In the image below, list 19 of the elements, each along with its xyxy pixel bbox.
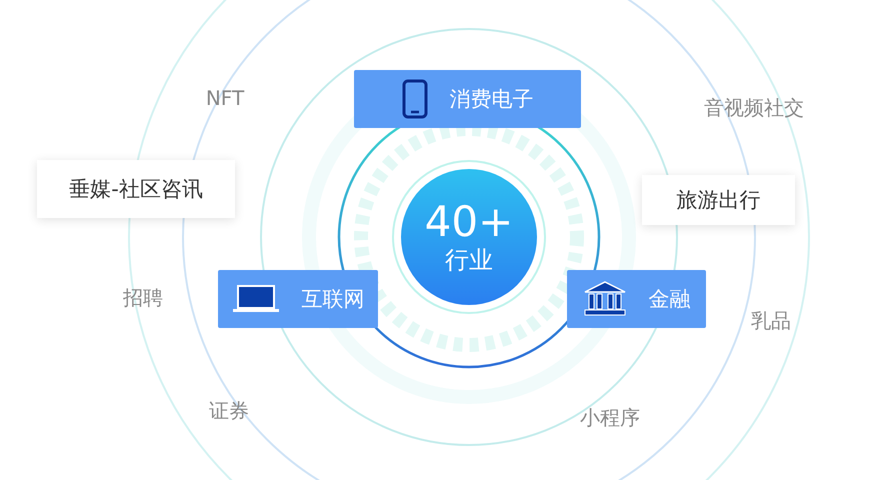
industry-label: 招聘 (123, 284, 163, 312)
category-card (37, 160, 235, 218)
category-box (354, 70, 581, 128)
category-card (642, 175, 795, 225)
category-text: 金融 (648, 286, 690, 313)
category-box (567, 270, 706, 328)
category-text: 旅游出行 (676, 187, 760, 214)
industry-label: 音视频社交 (704, 94, 804, 122)
industry-label: 乳品 (751, 308, 791, 334)
industry-label: 小程序 (580, 404, 640, 432)
category-text: 互联网 (302, 286, 364, 313)
industry-circle (401, 169, 537, 305)
industry-label: 证券 (209, 398, 249, 424)
category-box (218, 270, 378, 328)
category-text: 垂媒-社区咨讯 (69, 176, 203, 203)
count-text: 40+ (424, 199, 514, 245)
category-text: 消费电子 (450, 86, 534, 113)
industry-label: NFT (206, 86, 244, 110)
caption-text: 行业 (445, 245, 493, 275)
